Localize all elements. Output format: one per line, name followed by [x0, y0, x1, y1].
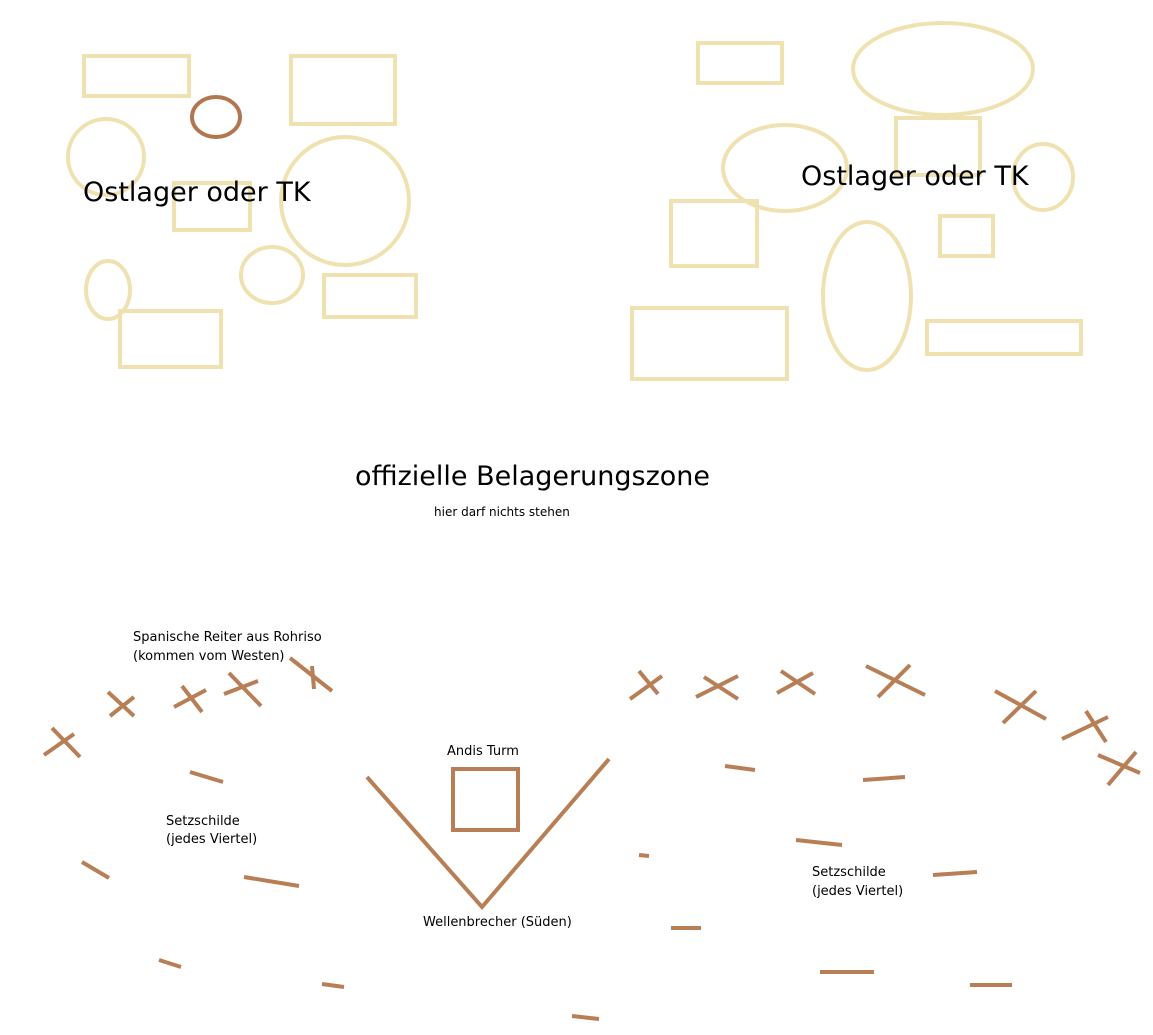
- tent: [821, 220, 913, 372]
- tent: [851, 21, 1035, 117]
- shield: [724, 764, 756, 772]
- shield: [862, 775, 906, 782]
- tent: [669, 199, 759, 268]
- shields: [80, 764, 1012, 1021]
- spanish-rider-right: [628, 669, 664, 701]
- tent: [938, 214, 995, 258]
- tent: [1011, 142, 1075, 212]
- spanish-riders-label-line2: (kommen vom Westen): [133, 649, 285, 664]
- spanish-rider-left: [106, 690, 136, 718]
- andis-tower: [451, 767, 520, 832]
- shields-right-label-line2: (jedes Viertel): [812, 884, 904, 899]
- tent: [239, 245, 305, 305]
- spanish-rider-right: [695, 674, 740, 701]
- spanish-rider-left: [42, 726, 82, 759]
- breakwater: [365, 757, 611, 911]
- camp-right-label: Ostlager oder TK: [801, 161, 1029, 192]
- breakwater-label: Wellenbrecher (Süden): [423, 915, 572, 930]
- tent: [289, 54, 397, 126]
- tent: [66, 117, 146, 197]
- shields-left-label-line2: (jedes Viertel): [166, 832, 258, 847]
- shields-left-label-line1: Setzschilde: [166, 814, 240, 829]
- spanish-rider-right: [994, 689, 1047, 725]
- shield: [189, 770, 224, 784]
- spanish-rider-right: [1097, 750, 1141, 787]
- tent: [84, 259, 132, 321]
- camp-left-label: Ostlager oder TK: [83, 177, 311, 208]
- shield: [571, 1014, 600, 1021]
- tent: [279, 135, 411, 267]
- spanish-rider-left: [173, 684, 207, 714]
- shield: [795, 838, 843, 847]
- tent: [696, 41, 784, 85]
- spanish-riders-label-line1: Spanische Reiter aus Rohriso: [133, 630, 322, 645]
- tent: [894, 116, 982, 177]
- tent: [118, 309, 223, 369]
- spanish-rider-left: [288, 656, 334, 693]
- tent: [630, 306, 789, 381]
- left-camp: [66, 54, 418, 369]
- tent: [925, 319, 1083, 356]
- highlight-tent: [190, 95, 242, 139]
- tower-label: Andis Turm: [447, 744, 519, 759]
- shield: [158, 958, 182, 969]
- shield: [638, 853, 650, 858]
- spanish-rider-right: [1061, 709, 1109, 744]
- shield: [321, 982, 345, 989]
- spanish-rider-left: [223, 671, 263, 708]
- shield: [932, 870, 978, 877]
- siege-zone-note: hier darf nichts stehen: [434, 505, 570, 519]
- tent: [82, 54, 191, 98]
- shield: [243, 875, 300, 888]
- tent: [172, 181, 252, 232]
- spanish-rider-right: [865, 663, 926, 699]
- shield: [80, 860, 111, 880]
- tent: [322, 273, 418, 319]
- right-camp: [630, 21, 1083, 381]
- spanish-rider-right: [776, 669, 817, 696]
- shields-right-label-line1: Setzschilde: [812, 865, 886, 880]
- spanish-riders: [42, 656, 1141, 787]
- siege-zone-title: offizielle Belagerungszone: [355, 461, 710, 492]
- tent: [721, 123, 849, 213]
